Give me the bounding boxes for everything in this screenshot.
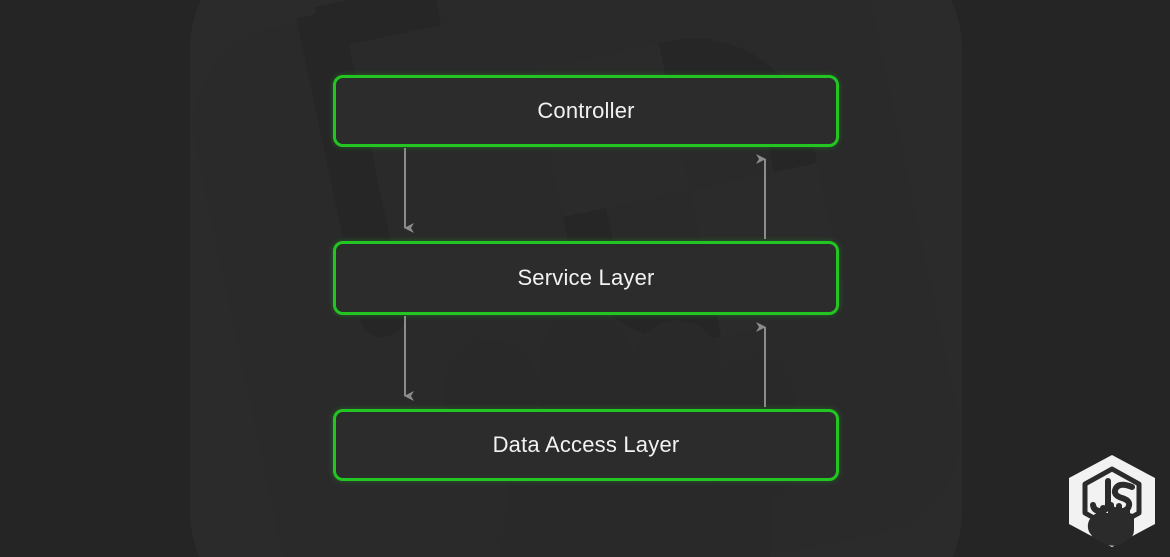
- node-service-layer-label: Service Layer: [517, 265, 655, 290]
- node-service-layer[interactable]: Service Layer: [333, 241, 839, 315]
- js-fist-logo: [1069, 455, 1155, 547]
- badge-fist-icon: [1087, 502, 1134, 546]
- node-data-access-layer-label: Data Access Layer: [492, 432, 680, 457]
- node-controller[interactable]: Controller: [333, 75, 839, 147]
- node-data-access-layer[interactable]: Data Access Layer: [333, 409, 839, 481]
- node-controller-label: Controller: [537, 98, 635, 123]
